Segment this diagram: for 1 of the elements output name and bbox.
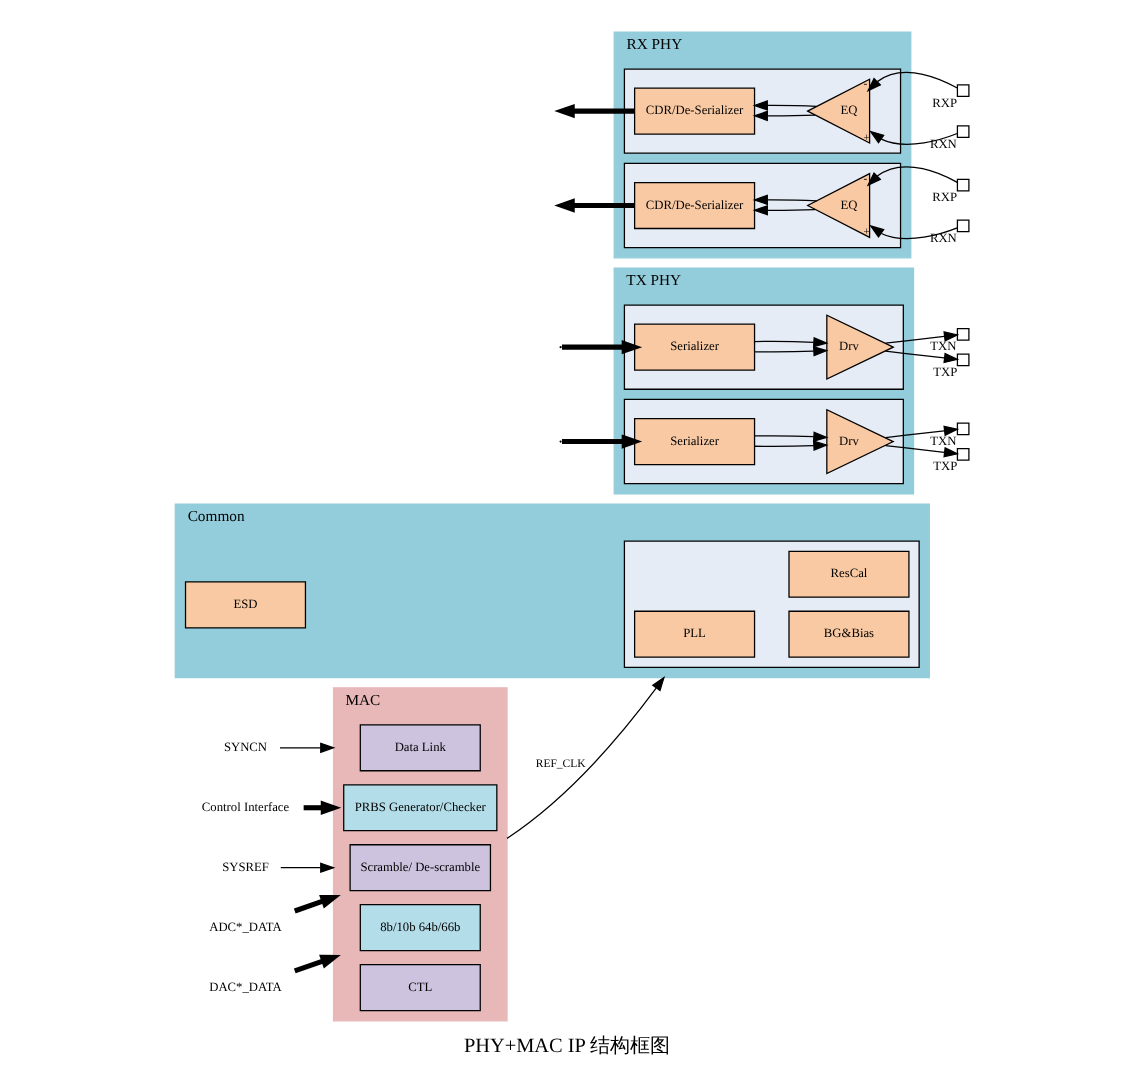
- caption: PHY+MAC IP 结构框图: [463, 1036, 671, 1059]
